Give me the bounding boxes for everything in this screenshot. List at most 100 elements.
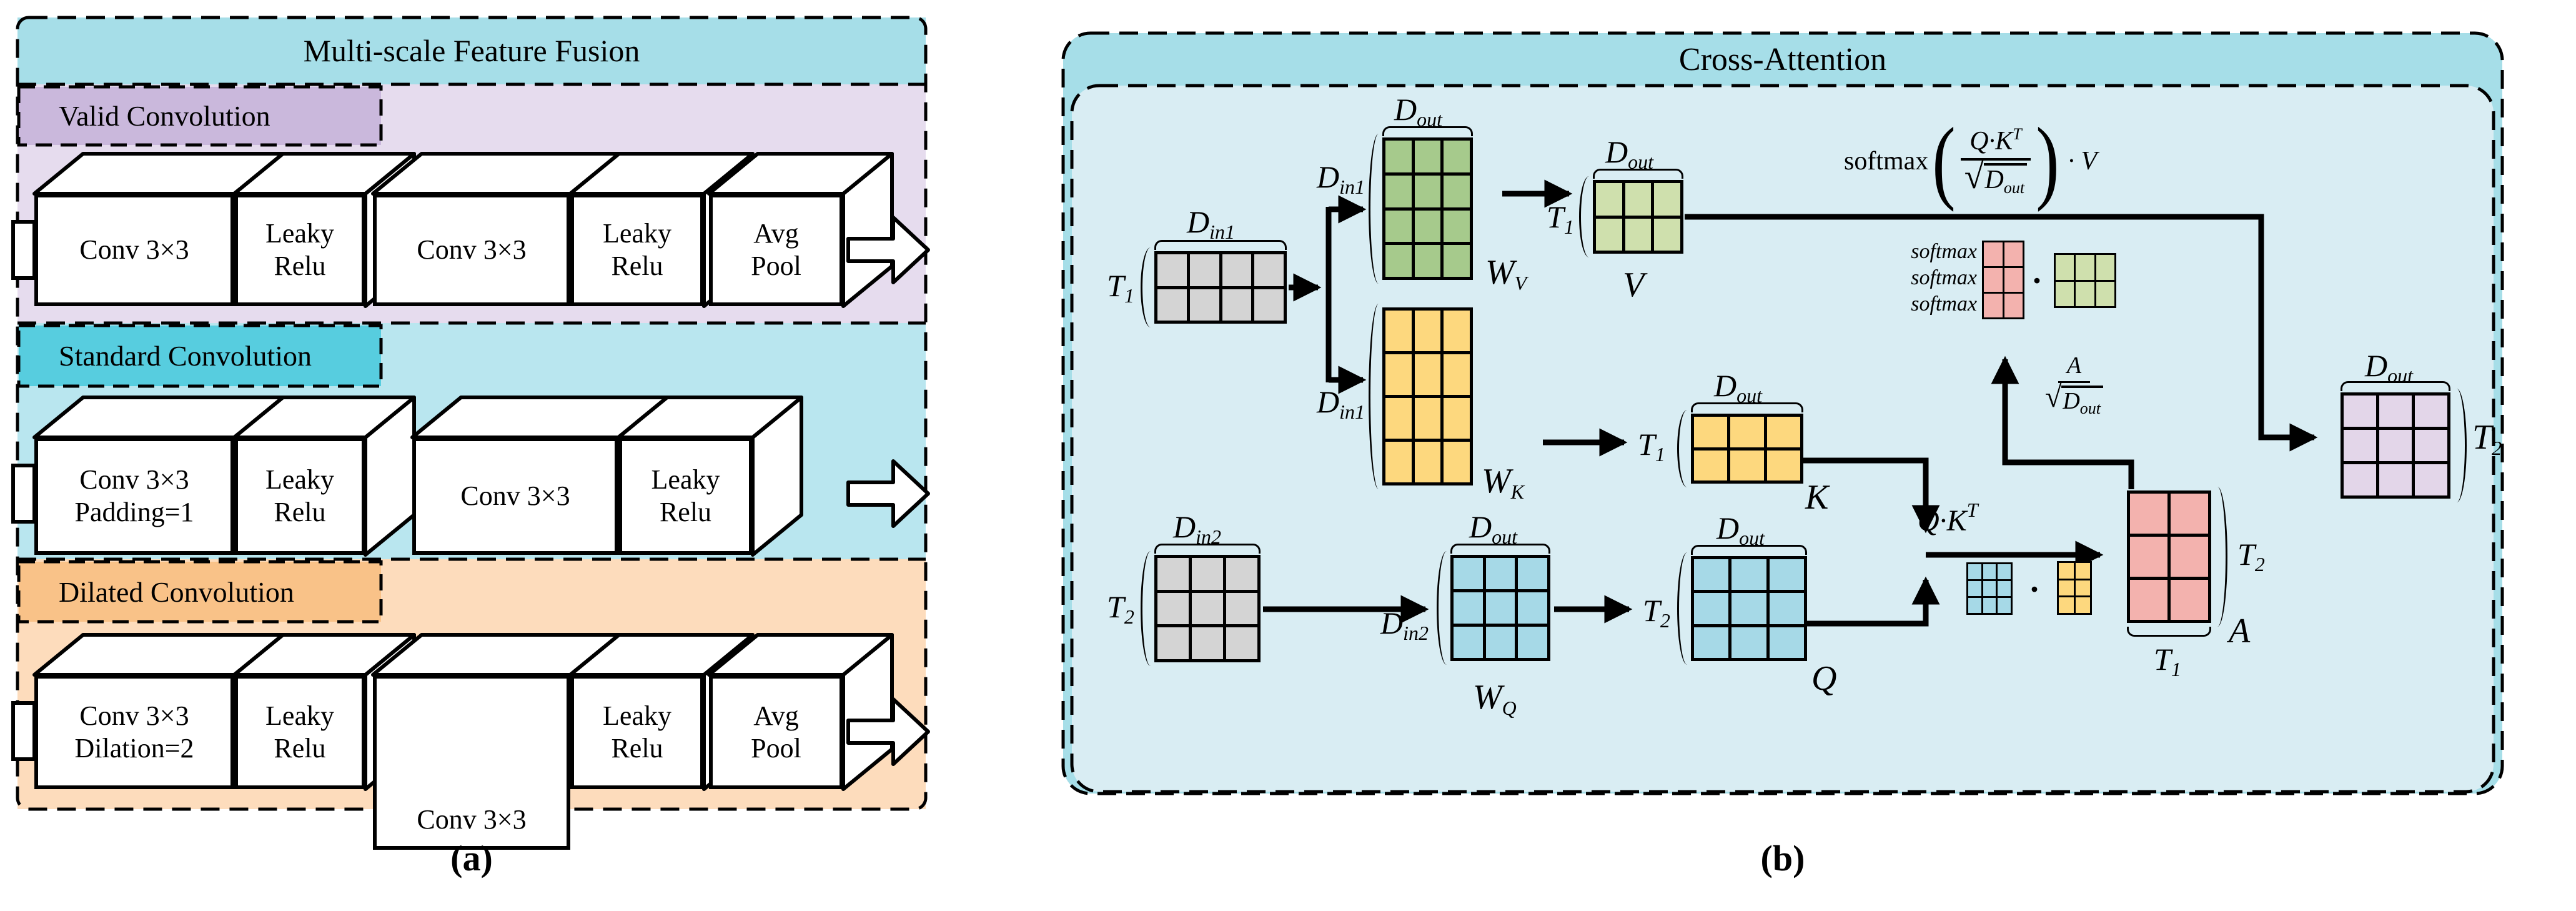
brace-k <box>1691 402 1803 412</box>
label-t1-a: T1 <box>2154 642 2181 680</box>
matrix-cell <box>1998 581 2011 596</box>
matrix-cell <box>1984 242 2003 266</box>
matrix-cell <box>1983 598 1996 613</box>
matrix-cell <box>1454 627 1483 658</box>
label-wq: WQ <box>1473 678 1517 719</box>
section-title-valid: Valid Convolution <box>59 100 270 132</box>
matrix-cell <box>2130 537 2167 577</box>
matrix-cell <box>1596 218 1622 251</box>
matrix-cell <box>1731 559 1766 590</box>
dot-multiply-2: · <box>2031 262 2043 299</box>
conv-box: Conv 3×3 <box>34 194 234 306</box>
matrix-cell <box>1444 354 1470 395</box>
matrix-cell <box>2344 396 2376 427</box>
panel-a-header: Multi-scale Feature Fusion <box>303 33 640 68</box>
dot-multiply-1: · <box>2029 570 2041 608</box>
matrix-cell <box>2130 580 2167 620</box>
matrix-cell <box>1414 210 1441 242</box>
matrix-cell <box>1444 311 1470 351</box>
paren-v <box>1579 176 1592 257</box>
matrix-cell <box>1226 627 1257 659</box>
matrix-cell <box>1694 627 1729 658</box>
matrix-q <box>1691 556 1807 661</box>
matrix-cell <box>1998 598 2011 613</box>
matrix-wk <box>1382 307 1473 485</box>
label-qkt: Q·KT <box>1918 499 1978 537</box>
paren-wv <box>1369 134 1381 284</box>
label-din2-t2: Din2 <box>1173 509 1221 548</box>
matrix-cell <box>1157 558 1189 590</box>
label-t1-v: T1 <box>1547 199 1574 238</box>
matrix-cell <box>1414 442 1441 482</box>
paren-t1 <box>1141 247 1153 327</box>
matrix-cell <box>2344 464 2376 495</box>
label-din1-wv: Din1 <box>1317 159 1365 198</box>
matrix-cell <box>1769 627 1804 658</box>
matrix-cell <box>1385 210 1412 242</box>
matrix-cell <box>2076 281 2094 306</box>
matrix-cell <box>2379 396 2412 427</box>
matrix-cell <box>2344 430 2376 461</box>
matrix-cell <box>1625 218 1652 251</box>
paren-q <box>1677 552 1690 665</box>
matrix-cell <box>1444 210 1470 242</box>
softmax-stack: softmax softmax softmax <box>1911 240 1977 316</box>
label-wk: WK <box>1482 462 1524 503</box>
label-din2-wq: Din2 <box>1380 605 1429 644</box>
matrix-cell <box>1625 183 1652 216</box>
matrix-cell <box>2075 563 2090 579</box>
paren-wq <box>1437 551 1449 665</box>
matrix-wv <box>1382 137 1473 280</box>
label-dout-q: Dout <box>1717 510 1765 549</box>
matrix-cell <box>1414 141 1441 172</box>
matrix-cell <box>1485 627 1515 658</box>
matrix-cell <box>2004 294 2023 317</box>
matrix-cell <box>1444 398 1470 439</box>
matrix-small-softmax <box>1982 241 2024 319</box>
matrix-cell <box>1222 254 1252 286</box>
matrix-cell <box>1414 175 1441 207</box>
conv-box: Conv 3×3 <box>412 437 618 555</box>
brace-v <box>1593 169 1683 179</box>
matrix-cell <box>1454 592 1483 624</box>
matrix-cell <box>2056 281 2074 306</box>
matrix-cell <box>2130 494 2167 534</box>
label-t2-q: T2 <box>1643 593 1670 632</box>
matrix-cell <box>1254 254 1284 286</box>
label-dout-t2-out: Dout <box>2365 348 2413 387</box>
label-t2: T2 <box>1107 589 1134 628</box>
label-dout-wv: Dout <box>1394 92 1442 131</box>
matrix-t1 <box>1154 251 1287 324</box>
caption-a: (a) <box>450 838 493 879</box>
matrix-cell <box>1998 564 2011 579</box>
matrix-cell <box>2004 242 2023 266</box>
matrix-cell <box>1654 183 1680 216</box>
label-t1-k: T1 <box>1638 427 1665 465</box>
matrix-cell <box>2096 255 2114 280</box>
matrix-cell <box>1730 450 1764 480</box>
matrix-cell <box>1189 289 1219 321</box>
label-dout-v: Dout <box>1605 134 1653 173</box>
label-k: K <box>1805 478 1829 517</box>
matrix-cell <box>1984 294 2003 317</box>
matrix-cell <box>2379 464 2412 495</box>
matrix-cell <box>1983 581 1996 596</box>
matrix-cell <box>1596 183 1622 216</box>
matrix-cell <box>1157 289 1187 321</box>
matrix-cell <box>1414 311 1441 351</box>
matrix-cell <box>2075 597 2090 613</box>
matrix-cell <box>1454 558 1483 589</box>
section-title-standard: Standard Convolution <box>59 340 312 372</box>
matrix-cell <box>2415 430 2447 461</box>
matrix-cell <box>1444 245 1470 277</box>
paren-k <box>1677 410 1690 487</box>
label-t1: T1 <box>1107 268 1134 307</box>
matrix-cell <box>1192 592 1223 625</box>
matrix-cell <box>2171 580 2208 620</box>
label-t2-out: T2 <box>2472 418 2502 459</box>
matrix-cell <box>1222 289 1252 321</box>
label-v: V <box>1623 266 1645 304</box>
paren-t2-out <box>2454 389 2467 502</box>
